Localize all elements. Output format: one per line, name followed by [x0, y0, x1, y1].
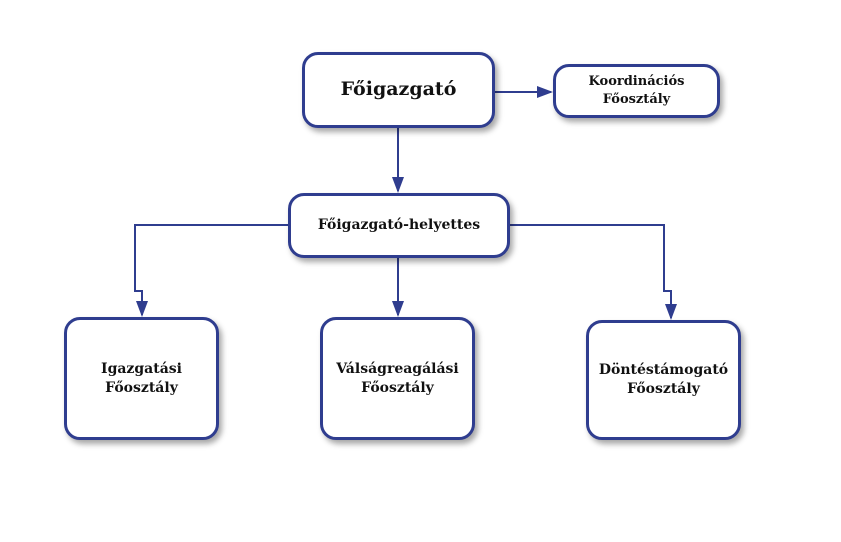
node-coordination: Koordinációs Főosztály	[553, 64, 720, 118]
node-label: Főigazgató	[340, 78, 457, 101]
node-label-line2: Főosztály	[105, 379, 178, 396]
node-administration: Igazgatási Főosztály	[64, 317, 219, 440]
node-label: Főigazgató-helyettes	[317, 217, 481, 234]
node-label-line1: Döntéstámogató	[598, 362, 729, 379]
node-label-line1: Válságreagálási	[336, 360, 459, 377]
edge-deputy-decision	[510, 224, 677, 320]
node-label-line1: Igazgatási	[101, 360, 182, 377]
edge-deputy-administration	[134, 224, 288, 317]
node-deputy: Főigazgató-helyettes	[288, 193, 510, 258]
node-label-line2: Főosztály	[602, 92, 671, 107]
node-decision-support: Döntéstámogató Főosztály	[586, 320, 741, 440]
node-label-line2: Főosztály	[627, 381, 700, 397]
node-label-line2: Főosztály	[361, 379, 434, 396]
node-director-general: Főigazgató	[302, 52, 495, 128]
node-label-line1: Koordinációs	[588, 74, 685, 90]
node-crisis-response: Válságreagálási Főosztály	[320, 317, 475, 440]
